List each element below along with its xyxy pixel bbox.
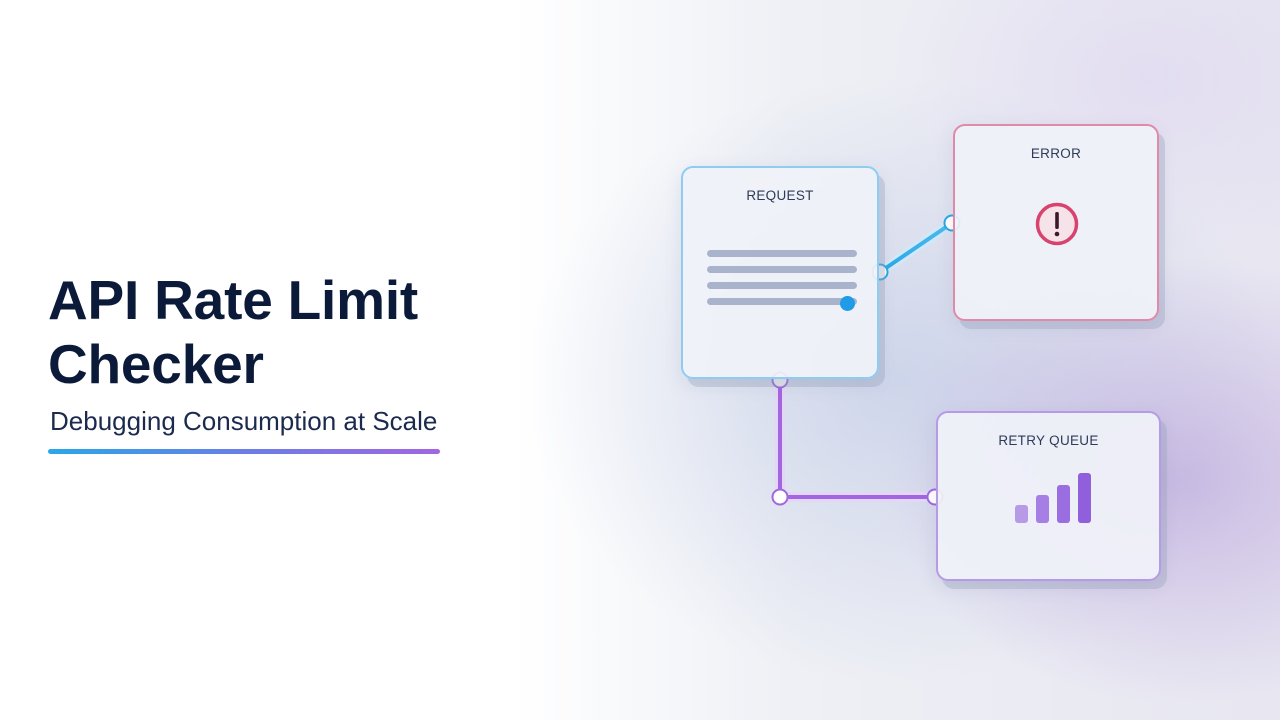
node-error-label: ERROR <box>1030 146 1082 161</box>
doc-line <box>707 282 857 289</box>
page-title: API Rate Limit Checker <box>48 269 419 395</box>
exclamation-circle-icon <box>1035 202 1079 246</box>
doc-line <box>707 266 857 273</box>
node-error: ERROR <box>953 124 1159 321</box>
page-subtitle: Debugging Consumption at Scale <box>50 406 438 436</box>
doc-line <box>707 250 857 257</box>
node-request-label: REQUEST <box>746 188 814 203</box>
doc-line <box>707 298 857 305</box>
node-retry-label: RETRY QUEUE <box>998 433 1099 448</box>
cursor-dot <box>840 296 855 311</box>
title-underline <box>48 449 440 454</box>
signal-bars-icon <box>1015 473 1091 523</box>
node-retry-queue: RETRY QUEUE <box>936 411 1161 581</box>
node-request: REQUEST <box>681 166 879 379</box>
